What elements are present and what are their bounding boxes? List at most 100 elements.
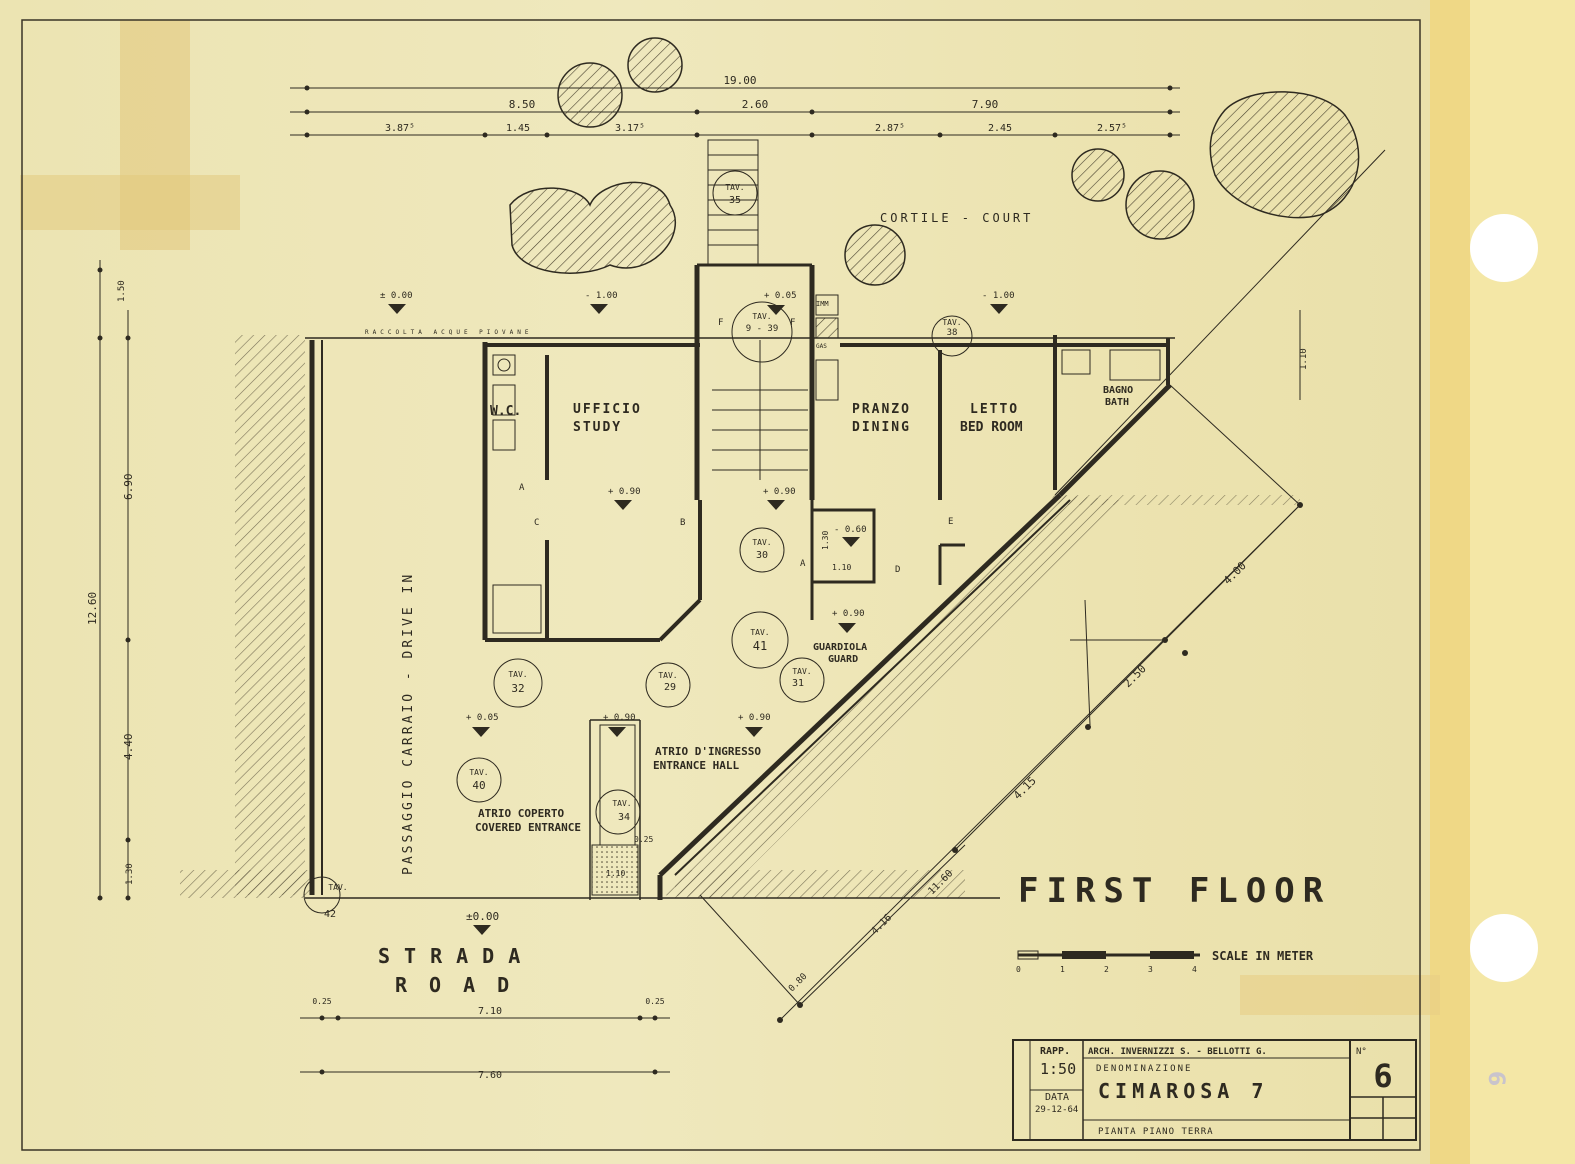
- tape-piece: [20, 175, 240, 230]
- room-guard: GUARDIOLA: [813, 642, 867, 653]
- room-study: UFFICIO: [573, 402, 642, 417]
- tav-num: 38: [947, 328, 958, 338]
- room-covered-entrance-en: COVERED ENTRANCE: [475, 821, 581, 834]
- stair: [591, 139, 808, 896]
- diagonal-wall-hatch: [660, 495, 1120, 898]
- tav-num: 32: [511, 682, 524, 695]
- dim-total-depth: 12.60: [86, 592, 99, 625]
- dim: 1.50: [117, 280, 127, 302]
- walls: [305, 263, 1175, 900]
- fixtures: [492, 294, 1161, 634]
- room-entrance-hall-en: ENTRANCE HALL: [653, 759, 739, 772]
- title-block-frame: [1012, 1039, 1417, 1141]
- dim: 8.50: [509, 98, 536, 111]
- door-letters: A B C A D E F F IMM GAS: [519, 300, 953, 575]
- dim: 3.17⁵: [615, 123, 645, 134]
- tape-piece: [1240, 975, 1440, 1015]
- room-bedroom: LETTO: [970, 402, 1019, 417]
- tav-num: 34: [618, 812, 630, 823]
- dim: 7.60: [478, 1070, 502, 1081]
- room-labels: W.C. UFFICIO STUDY PRANZO DINING LETTO B…: [475, 385, 1133, 834]
- level-label: - 0.60: [834, 525, 867, 535]
- room-entrance-hall: ATRIO D'INGRESSO: [655, 745, 761, 758]
- tav-labels: TAV. 35 TAV. 9 - 39 TAV. 38 TAV. 30 TAV.…: [324, 183, 962, 920]
- scale-tick: 1: [1060, 965, 1065, 974]
- punch-hole: [1470, 914, 1538, 982]
- scale-tick: 2: [1104, 965, 1109, 974]
- dim: 2.45: [988, 123, 1012, 134]
- tav-circles: [303, 170, 973, 914]
- room-bath-en: BATH: [1105, 397, 1129, 408]
- tav-top: TAV.: [792, 667, 811, 676]
- dim: 7.90: [972, 98, 999, 111]
- door-letter: A: [519, 483, 525, 493]
- boundary-hatch-left: [235, 335, 305, 895]
- dim: 4.00: [1221, 559, 1249, 587]
- street-label-en: ROAD: [395, 973, 531, 997]
- level-label: + 0.90: [603, 713, 636, 723]
- dim: 1.30: [821, 531, 830, 550]
- tape-band: [1430, 0, 1470, 1164]
- tb-project: CIMAROSA 7: [1098, 1079, 1268, 1103]
- room-bedroom-en: BED ROOM: [960, 420, 1023, 435]
- dimension-lines: [99, 87, 1301, 1073]
- door-letter: A: [800, 559, 806, 569]
- tb-rapp-value: 1:50: [1040, 1060, 1076, 1078]
- court-label: CORTILE - COURT: [880, 211, 1033, 225]
- scale-tick: 3: [1148, 965, 1153, 974]
- dim: 1.10: [832, 563, 851, 572]
- level-label: ± 0.00: [380, 291, 413, 301]
- room-dining-en: DINING: [852, 420, 911, 435]
- dim: 0.25: [634, 835, 653, 844]
- dim: 4.40: [122, 734, 135, 761]
- scale-ticks: 0 1 2 3 4: [1016, 965, 1197, 974]
- sheet-border: [21, 19, 1421, 1151]
- room-bath: BAGNO: [1103, 385, 1133, 396]
- dims-bottom: 0.25 7.10 0.25 7.60: [312, 997, 664, 1081]
- tb-date: 29-12-64: [1035, 1105, 1078, 1115]
- tav-num: 29: [664, 682, 676, 693]
- tav-num: 42: [324, 909, 336, 920]
- tav-top: TAV.: [508, 670, 527, 679]
- dim: 2.50: [1121, 662, 1149, 690]
- tav-num: 35: [729, 195, 741, 206]
- level-label: - 1.00: [585, 291, 618, 301]
- door-letter: D: [895, 565, 900, 575]
- door-letter: B: [680, 518, 685, 528]
- tb-sheet-no: 6: [1373, 1057, 1392, 1095]
- boundary-hatch-bottom: [180, 870, 310, 898]
- scale-tick: 4: [1192, 965, 1197, 974]
- room-guard-en: GUARD: [828, 654, 858, 665]
- gutter-label: RACCOLTA ACQUE PIOVANE: [365, 329, 532, 336]
- sheet-title: FIRST FLOOR: [1018, 871, 1331, 911]
- dim: 2.87⁵: [875, 123, 905, 134]
- tav-num: 41: [753, 639, 767, 653]
- level-label: + 0.90: [608, 487, 641, 497]
- tb-denom-label: DENOMINAZIONE: [1096, 1064, 1192, 1074]
- dimension-ticks: [97, 85, 1303, 1075]
- dim: 1.10: [1299, 348, 1309, 370]
- trees: [509, 37, 1360, 286]
- tav-top: TAV.: [469, 768, 488, 777]
- dim: 4.15: [1011, 774, 1039, 802]
- level-label: + 0.90: [832, 609, 865, 619]
- door-letter: C: [534, 518, 539, 528]
- tb-data-label: DATA: [1045, 1092, 1069, 1103]
- dim: 2.57⁵: [1097, 123, 1127, 134]
- dim: 1.10: [606, 869, 625, 878]
- level-labels: ± 0.00 - 1.00 + 0.05 - 1.00 + 0.90 + 0.9…: [380, 291, 1015, 723]
- dims-top: 19.00 8.50 2.60 7.90 3.87⁵ 1.45 3.17⁵ 2.…: [385, 74, 1127, 134]
- dim: 0.25: [645, 997, 664, 1006]
- dim: 0.80: [787, 972, 809, 994]
- tav-top: TAV.: [658, 671, 677, 680]
- tav-num: 31: [792, 678, 804, 689]
- dim: 1.30: [125, 863, 135, 885]
- door-letter: E: [948, 517, 953, 527]
- level-label: + 0.90: [738, 713, 771, 723]
- door-letter: IMM: [816, 300, 829, 308]
- level-label: + 0.05: [764, 291, 797, 301]
- room-dining: PRANZO: [852, 402, 911, 417]
- scale-label: SCALE IN METER: [1212, 949, 1314, 963]
